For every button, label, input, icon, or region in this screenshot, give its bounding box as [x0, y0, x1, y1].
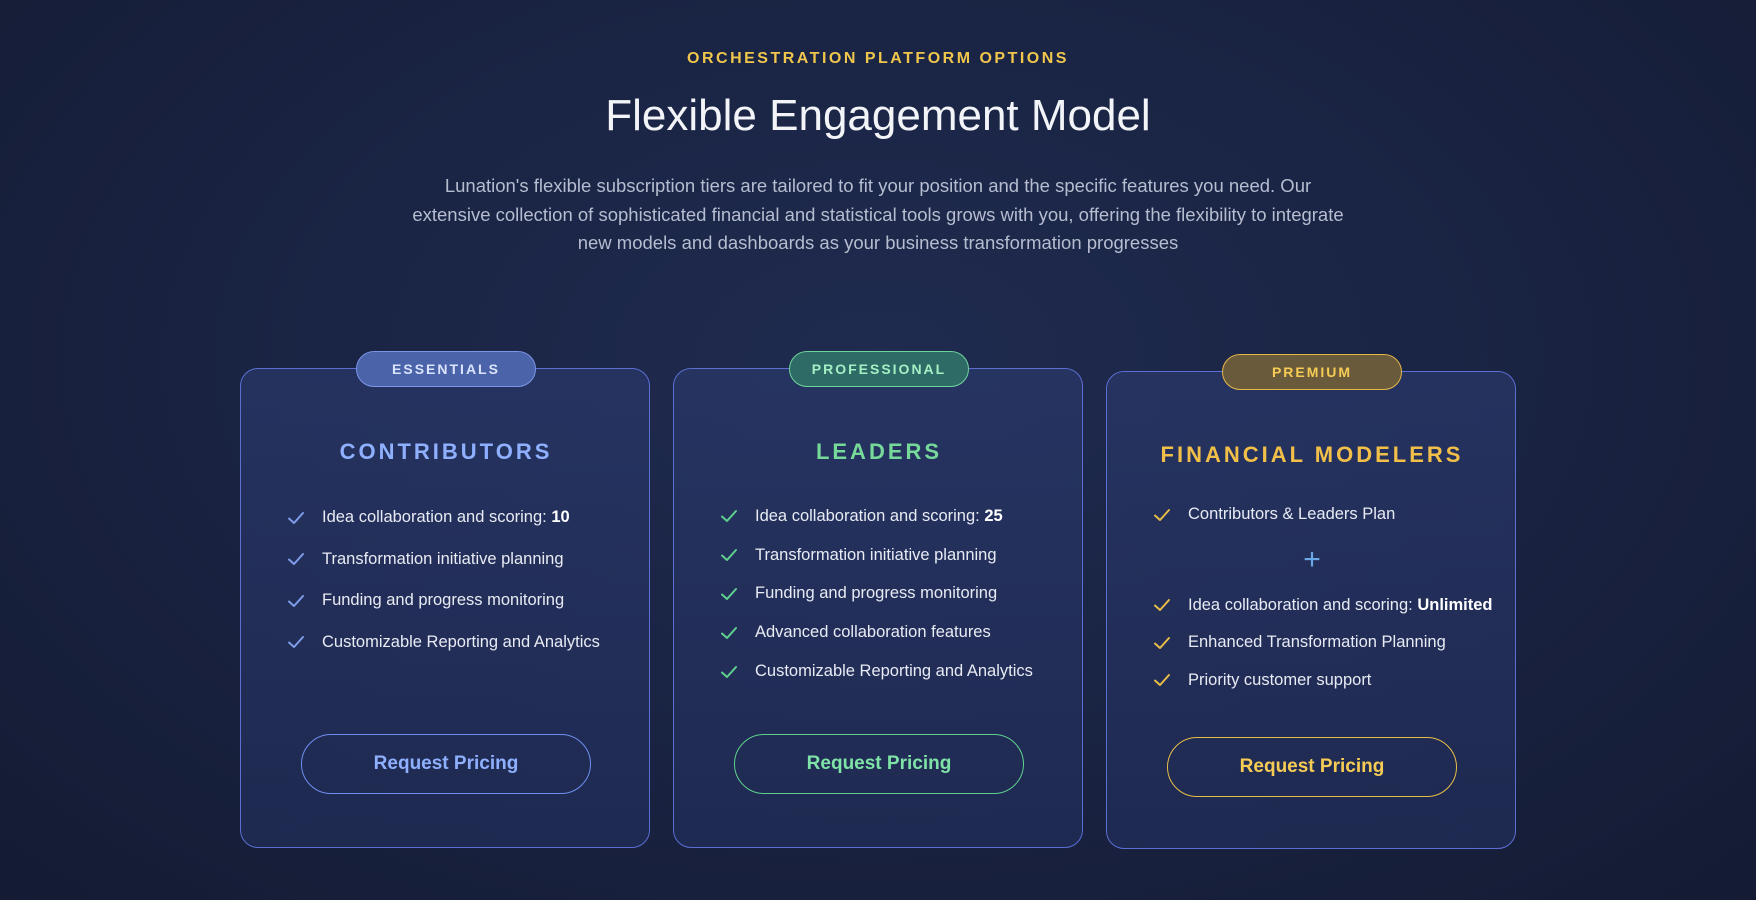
- feature-text: Funding and progress monitoring: [322, 591, 565, 610]
- check-icon: [288, 636, 304, 649]
- feature-text: Contributors & Leaders Plan: [1188, 505, 1396, 524]
- plan-card-professional: PROFESSIONAL LEADERS Idea collaboration …: [673, 351, 1083, 848]
- check-icon: [1154, 674, 1170, 687]
- plan-tier-contributors: CONTRIBUTORS: [339, 439, 553, 464]
- feature-list-essentials: Idea collaboration and scoring: 10 Trans…: [286, 497, 641, 663]
- feature-text: Funding and progress monitoring: [755, 584, 998, 603]
- check-icon: [288, 511, 304, 524]
- feature-item: Customizable Reporting and Analytics: [719, 652, 1074, 691]
- feature-item: Funding and progress monitoring: [719, 575, 1074, 614]
- feature-text: Idea collaboration and scoring: Unlimite…: [1188, 595, 1493, 614]
- plan-tier-financial-modelers: FINANCIAL MODELERS: [1160, 442, 1464, 467]
- feature-item: Transformation initiative planning: [719, 536, 1074, 575]
- check-icon: [1154, 599, 1170, 612]
- feature-item: Funding and progress monitoring: [286, 580, 641, 622]
- feature-text: Transformation initiative planning: [322, 549, 564, 568]
- feature-item: Idea collaboration and scoring: 10: [286, 497, 641, 539]
- intro-paragraph: Lunation's flexible subscription tiers a…: [412, 175, 1344, 253]
- check-icon: [721, 665, 737, 678]
- check-icon: [721, 626, 737, 639]
- feature-list-premium: Contributors & Leaders Plan + Idea colla…: [1152, 496, 1507, 699]
- feature-item: Idea collaboration and scoring: 25: [719, 497, 1074, 536]
- plan-card-essentials: ESSENTIALS CONTRIBUTORS Idea collaborati…: [240, 351, 650, 848]
- check-icon: [721, 587, 737, 600]
- feature-item: Advanced collaboration features: [719, 613, 1074, 652]
- plan-card-premium: PREMIUM FINANCIAL MODELERS Contributors …: [1106, 354, 1516, 849]
- plan-badge-premium: PREMIUM: [1222, 354, 1402, 390]
- feature-item: Enhanced Transformation Planning: [1152, 624, 1507, 662]
- feature-text: Enhanced Transformation Planning: [1188, 633, 1446, 652]
- feature-item: Transformation initiative planning: [286, 539, 641, 581]
- plan-badge-professional: PROFESSIONAL: [789, 351, 969, 387]
- feature-text: Transformation initiative planning: [755, 545, 997, 564]
- request-pricing-button-professional[interactable]: Request Pricing: [734, 734, 1024, 794]
- check-icon: [721, 510, 737, 523]
- feature-item: Priority customer support: [1152, 662, 1507, 700]
- plan-badge-essentials: ESSENTIALS: [356, 351, 536, 387]
- check-icon: [1154, 636, 1170, 649]
- page-title: Flexible Engagement Model: [605, 91, 1151, 140]
- check-icon: [288, 594, 304, 607]
- feature-list-professional: Idea collaboration and scoring: 25 Trans…: [719, 497, 1074, 691]
- check-icon: [288, 553, 304, 566]
- check-icon: [721, 549, 737, 562]
- plan-tier-leaders: LEADERS: [815, 439, 943, 464]
- feature-item: Idea collaboration and scoring: Unlimite…: [1152, 587, 1507, 625]
- request-pricing-button-essentials[interactable]: Request Pricing: [301, 734, 591, 794]
- feature-text: Priority customer support: [1188, 670, 1372, 689]
- plus-icon: +: [1303, 543, 1321, 576]
- feature-text: Idea collaboration and scoring: 10: [322, 508, 570, 527]
- feature-item: Customizable Reporting and Analytics: [286, 622, 641, 664]
- feature-text: Advanced collaboration features: [755, 623, 991, 642]
- feature-item: Contributors & Leaders Plan: [1152, 496, 1507, 534]
- feature-text: Customizable Reporting and Analytics: [755, 662, 1033, 681]
- section-eyebrow: ORCHESTRATION PLATFORM OPTIONS: [687, 50, 1069, 67]
- feature-text: Customizable Reporting and Analytics: [322, 632, 600, 651]
- feature-text: Idea collaboration and scoring: 25: [755, 506, 1003, 525]
- request-pricing-button-premium[interactable]: Request Pricing: [1167, 737, 1457, 797]
- check-icon: [1154, 508, 1170, 521]
